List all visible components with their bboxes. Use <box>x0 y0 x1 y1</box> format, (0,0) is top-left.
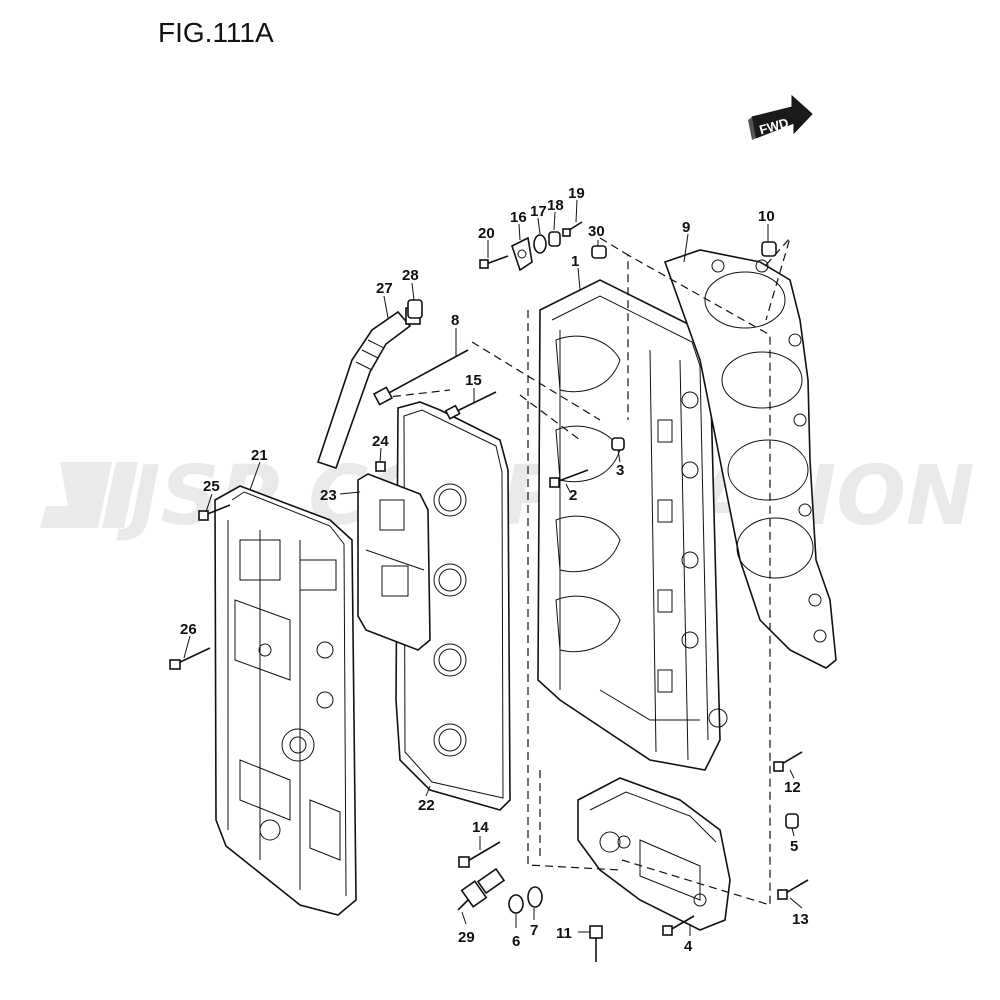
cylinder-head-cover <box>214 485 357 916</box>
callout-14: 14 <box>472 819 489 836</box>
bolt-11 <box>589 925 603 962</box>
callout-12: 12 <box>784 779 801 796</box>
callout-18: 18 <box>547 197 564 214</box>
bolt-14 <box>458 841 501 868</box>
callout-8: 8 <box>451 312 459 329</box>
bolt-12 <box>773 751 803 772</box>
dowel-5 <box>785 813 799 829</box>
bolt-25 <box>198 504 231 521</box>
callout-5: 5 <box>790 838 798 855</box>
callout-21: 21 <box>251 447 268 464</box>
callout-29: 29 <box>458 929 475 946</box>
callout-10: 10 <box>758 208 775 225</box>
o-ring-7 <box>527 886 543 908</box>
bolt-20 <box>479 255 509 269</box>
callout-7: 7 <box>530 922 538 939</box>
callout-9: 9 <box>682 219 690 236</box>
figure-title: FIG.111A <box>158 17 274 48</box>
bracket-16 <box>511 236 533 272</box>
assembly-outline <box>379 237 791 906</box>
callout-20: 20 <box>478 225 495 242</box>
bolt-8 <box>372 349 469 406</box>
sensor-29 <box>457 867 506 911</box>
callout-6: 6 <box>512 933 520 950</box>
callout-1: 1 <box>571 253 579 270</box>
dowel-3 <box>611 437 625 451</box>
dowel-10 <box>761 241 777 257</box>
callout-17: 17 <box>530 203 547 220</box>
callout-28: 28 <box>402 267 419 284</box>
bolt-13 <box>777 879 809 900</box>
callout-25: 25 <box>203 478 220 495</box>
cam-housing <box>577 777 731 931</box>
bolt-4 <box>662 915 695 936</box>
o-ring-17 <box>533 234 547 254</box>
bolt-15 <box>444 391 497 420</box>
callout-2: 2 <box>569 487 577 504</box>
callout-3: 3 <box>616 462 624 479</box>
dowel-30 <box>591 245 607 259</box>
clamp-28 <box>407 299 423 319</box>
callout-4: 4 <box>684 938 693 955</box>
callout-16: 16 <box>510 209 527 226</box>
collar-18 <box>548 231 561 247</box>
washer-6 <box>508 894 524 914</box>
callout-24: 24 <box>372 433 389 450</box>
callout-22: 22 <box>418 797 435 814</box>
bolt-2 <box>549 469 589 488</box>
callout-13: 13 <box>792 911 809 928</box>
callout-30: 30 <box>588 223 605 240</box>
leader-lines <box>183 199 803 936</box>
callout-27: 27 <box>376 280 393 297</box>
bolt-24 <box>375 461 386 472</box>
cylinder-head-gasket <box>663 249 837 669</box>
breather-plate <box>357 473 431 651</box>
callout-labels: 1 2 3 4 5 6 7 8 9 10 11 12 13 14 15 16 1… <box>180 185 809 955</box>
callout-23: 23 <box>320 487 337 504</box>
callout-15: 15 <box>465 372 482 389</box>
bolt-26 <box>169 647 211 670</box>
callout-26: 26 <box>180 621 197 638</box>
callout-19: 19 <box>568 185 585 202</box>
cylinder-head <box>537 279 728 771</box>
callout-11: 11 <box>556 925 572 942</box>
fwd-arrow-icon: FWD <box>748 94 813 140</box>
bolt-19 <box>562 221 583 237</box>
